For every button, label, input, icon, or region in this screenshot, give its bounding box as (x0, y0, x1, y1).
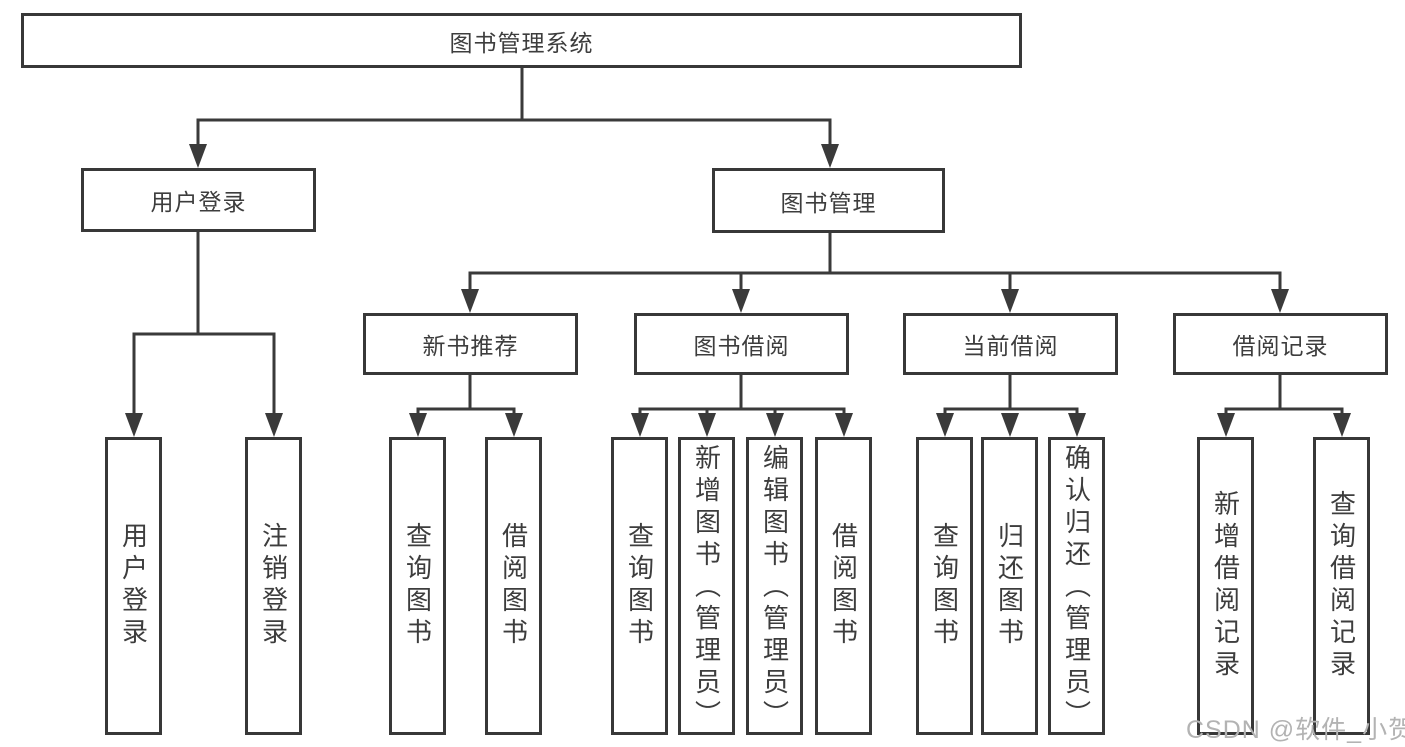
leaf-borrowing-add-book-admin: 新增图书（管理员） (678, 437, 735, 735)
leaf-current-query-books: 查询图书 (916, 437, 973, 735)
node-book-borrowing: 图书借阅 (634, 313, 849, 375)
node-borrowing-records: 借阅记录 (1173, 313, 1388, 375)
node-user-login: 用户登录 (81, 168, 316, 232)
leaf-borrowing-query-books: 查询图书 (611, 437, 668, 735)
leaf-borrowing-edit-book-admin: 编辑图书（管理员） (746, 437, 803, 735)
leaf-records-add-borrow-record: 新增借阅记录 (1197, 437, 1254, 735)
node-new-book-recommendation: 新书推荐 (363, 313, 578, 375)
leaf-borrowing-borrow-books: 借阅图书 (815, 437, 872, 735)
leaf-current-return-books: 归还图书 (981, 437, 1038, 735)
leaf-records-query-borrow-record: 查询借阅记录 (1313, 437, 1370, 735)
leaf-logout: 注销登录 (245, 437, 302, 735)
node-book-management: 图书管理 (712, 168, 945, 233)
node-root-book-management-system: 图书管理系统 (21, 13, 1022, 68)
leaf-newbooks-borrow-books: 借阅图书 (485, 437, 542, 735)
watermark: CSDN @软件_小贺同学 (1186, 716, 1405, 744)
leaf-current-confirm-return-admin: 确认归还（管理员） (1048, 437, 1105, 735)
leaf-newbooks-query-books: 查询图书 (389, 437, 446, 735)
node-current-borrowing: 当前借阅 (903, 313, 1118, 375)
leaf-user-login: 用户登录 (105, 437, 162, 735)
